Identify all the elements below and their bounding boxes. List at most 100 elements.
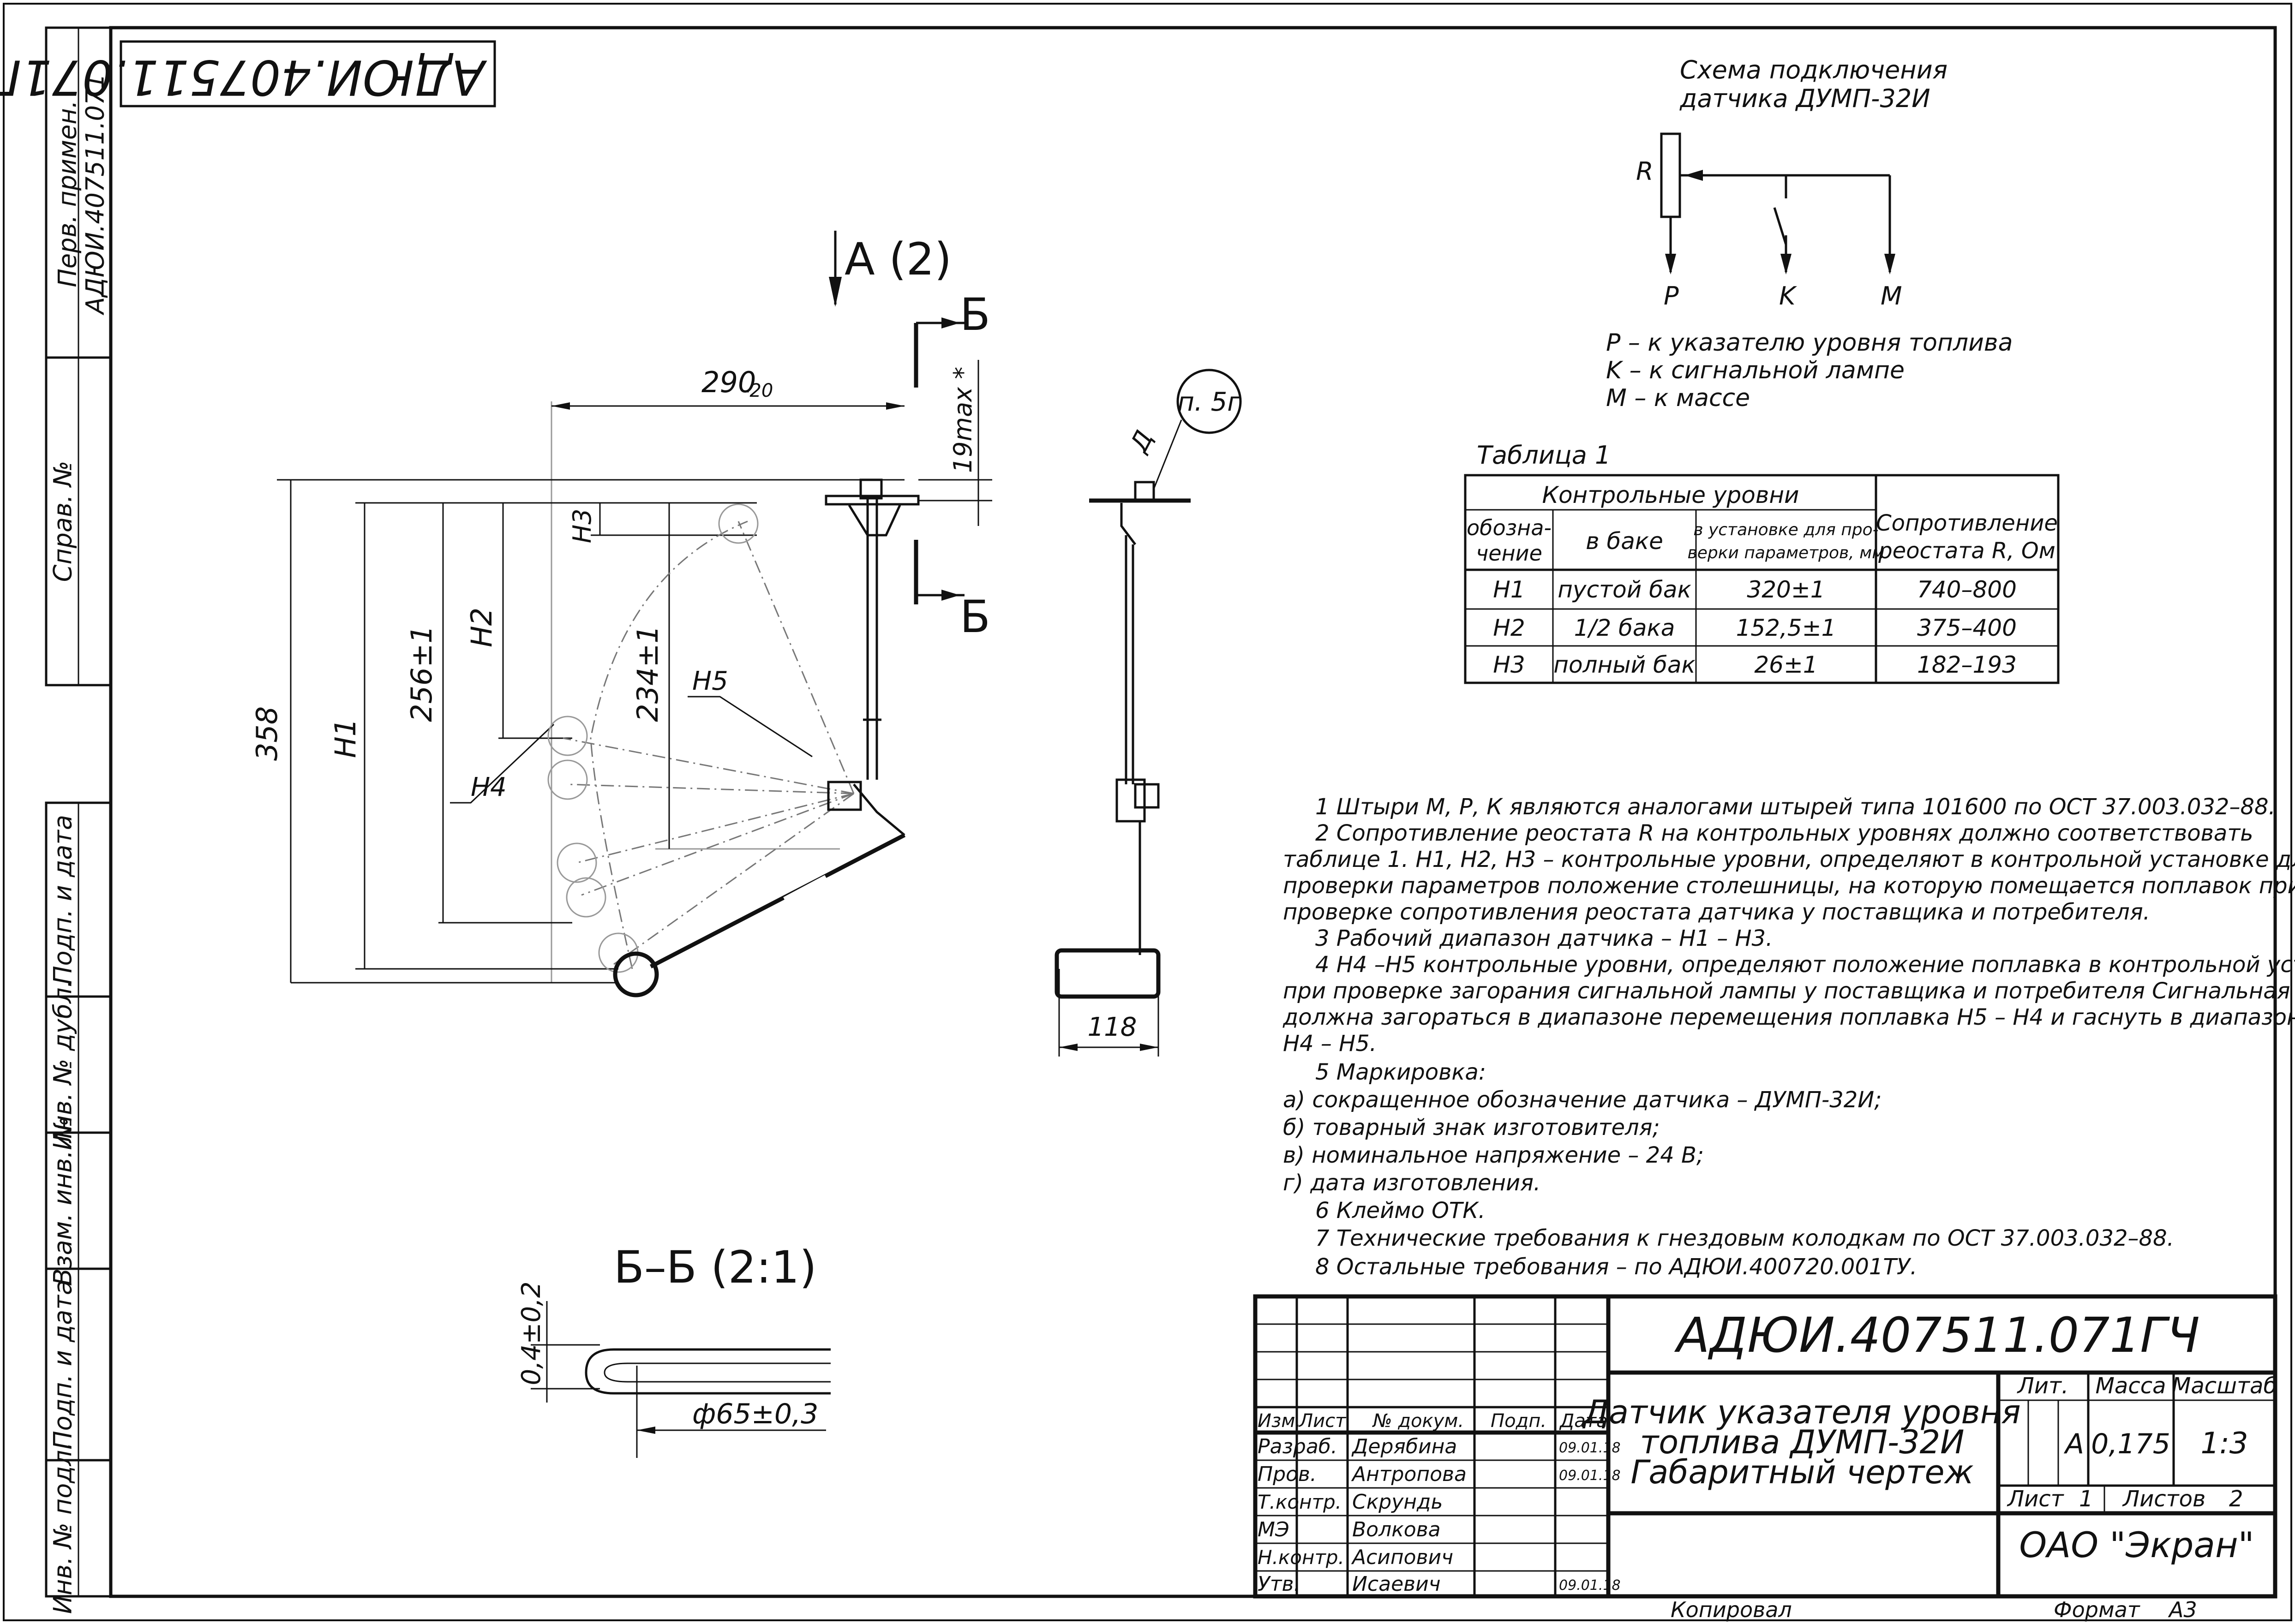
section-bb-title: Б–Б (2:1) [614,1242,817,1293]
note-line: 1 Штыри М, Р, К являются аналогами штыре… [1315,794,2276,820]
tb-date: 09.01.18 [1559,1577,1621,1594]
dim-290-tol: -20 [743,380,773,401]
tb-role: Разраб. [1258,1435,1337,1458]
tb-name: Дерябина [1351,1435,1457,1458]
main-view: А (2) Б Б 290 -20 19max * 358 H [250,231,1242,997]
tb-designation: АДЮИ.407511.071ГЧ [1674,1307,2199,1363]
tb-name: Волкова [1352,1518,1441,1541]
note-line: 5 Маркировка: [1315,1059,1486,1085]
tb-name: Антропова [1351,1463,1467,1486]
tb-mass-value: 0,175 [2091,1428,2170,1460]
note-line: таблице 1. H1, H2, H3 – контрольные уров… [1283,847,2295,872]
note-line: при проверке загорания сигнальной лампы … [1283,978,2295,1004]
dim-19max: 19max * [948,367,977,473]
col-resistance-1: Сопротивление [1876,510,2058,536]
mark-d: Д [1124,426,1159,458]
table-cell: 320±1 [1747,576,1825,603]
tb-role: Н.контр. [1258,1546,1344,1569]
tb-hdr-list: Лист [1298,1410,1347,1432]
dim-290: 290 [701,365,756,399]
table-cell: 182–193 [1917,651,2017,678]
schema-legend-0: P – к указателю уровня топлива [1606,329,2013,357]
schema-title-2: датчика ДУМП-32И [1679,84,1930,113]
side-inv-dubl: Инв. № дубл. [48,979,78,1150]
title-block: Изм. Лист № докум. Подп. Дата Разраб. Де… [1253,1294,2277,1599]
table-group-header: Контрольные уровни [1542,482,1799,508]
side-columns: Перв. примен. АДЮИ.407511.071 Справ. № П… [45,26,112,1614]
tb-role: Т.контр. [1258,1491,1342,1513]
schema-title-1: Схема подключения [1680,55,1947,84]
col-designation-1: обозна- [1467,515,1552,540]
tb-scale-value: 1:3 [2201,1427,2248,1461]
note-line: в) номинальное напряжение – 24 В; [1283,1142,1704,1168]
dim-256: 256±1 [405,625,438,722]
table-cell: пустой бак [1558,576,1691,603]
section-b-top: Б [960,289,990,340]
tb-sheets-value: 2 [2229,1486,2243,1512]
col-setup-1: в установке для про- [1693,520,1878,539]
dim-234: 234±1 [631,625,665,722]
side-podp-data-1: Подп. и дата [48,815,78,985]
note-line: г) дата изготовления. [1283,1170,1540,1196]
label-h4: H4 [471,772,507,802]
tb-hdr-data: Дата [1559,1410,1608,1432]
side-perv-primen: Перв. примен. [53,100,82,287]
tb-name: Асипович [1351,1546,1453,1569]
tb-scale-label: Масштаб [2172,1373,2277,1399]
table-cell: 1/2 бака [1574,615,1675,641]
table-cell: 152,5±1 [1736,615,1836,641]
note-line: 7 Технические требования к гнездовым кол… [1315,1225,2174,1251]
pin-k: K [1779,281,1797,310]
note-line: H4 – H5. [1283,1031,1377,1057]
resistor-icon [1660,132,1681,218]
resistor-label: R [1636,157,1654,186]
tb-date: 09.01.18 [1559,1468,1621,1484]
table-cell: 375–400 [1917,615,2017,641]
technical-notes: 1 Штыри М, Р, К являются аналогами штыре… [1282,794,2295,1280]
label-h2: H2 [465,608,498,647]
connection-schema: Схема подключения датчика ДУМП-32И R P K… [1606,55,2013,412]
tb-name-line2: топлива ДУМП-32И [1640,1423,1964,1461]
side-view: 118 [1055,481,1191,1057]
col-tank: в баке [1586,528,1663,555]
tb-role: Утв. [1258,1572,1300,1596]
tb-name: Исаевич [1352,1572,1441,1596]
note-line: 2 Сопротивление реостата R на контрольны… [1315,820,2253,846]
float-icon [613,951,659,997]
tb-date: 09.01.18 [1559,1440,1621,1456]
tb-hdr-izm: Изм. [1258,1410,1301,1432]
rotated-designation: АДЮИ.407511.071ГЧ [0,49,487,106]
note-line: 6 Клеймо ОТК. [1315,1198,1486,1224]
view-a-label: А (2) [845,233,952,285]
tb-sheet-value: 1 [2079,1486,2093,1512]
tb-name-line1: Датчик указателя уровня [1582,1393,2020,1431]
table-row: H2 [1493,615,1525,641]
section-b-bottom: Б [960,591,990,643]
side-sprav-no: Справ. № [48,461,78,582]
label-h1: H1 [329,718,362,758]
note-line: 8 Остальные требования – по АДЮИ.400720.… [1315,1254,1917,1280]
section-bb: Б–Б (2:1) 0,4±0,2 ф65±0,3 [516,1242,831,1458]
schema-legend-2: M – к массе [1606,384,1750,412]
tb-company: ОАО "Экран" [2019,1524,2254,1565]
dim-358: 358 [250,706,284,761]
format-value: А3 [2168,1597,2197,1622]
tb-name-line3: Габаритный чертеж [1630,1453,1973,1491]
dim-diameter: ф65±0,3 [692,1398,818,1430]
tb-hdr-doc: № докум. [1372,1410,1464,1432]
tb-role: Пров. [1258,1463,1317,1486]
note-line: а) сокращенное обозначение датчика – ДУМ… [1283,1087,1882,1113]
dim-thickness: 0,4±0,2 [516,1281,546,1385]
note-line: 3 Рабочий диапазон датчика – H1 – H3. [1315,925,1773,951]
tb-sheets-label: Листов [2122,1486,2205,1512]
pin-m: M [1881,281,1902,310]
tb-lit-label: Лит. [2017,1373,2069,1399]
note-line: проверки параметров положение столешницы… [1283,873,2295,899]
table-row: H1 [1493,576,1525,603]
table-caption: Таблица 1 [1477,441,1611,470]
outer-border [3,3,2292,1621]
rotated-designation-box: АДЮИ.407511.071ГЧ [0,40,496,107]
label-h3: H3 [568,509,597,543]
col-setup-2: верки параметров, мм [1688,543,1885,562]
